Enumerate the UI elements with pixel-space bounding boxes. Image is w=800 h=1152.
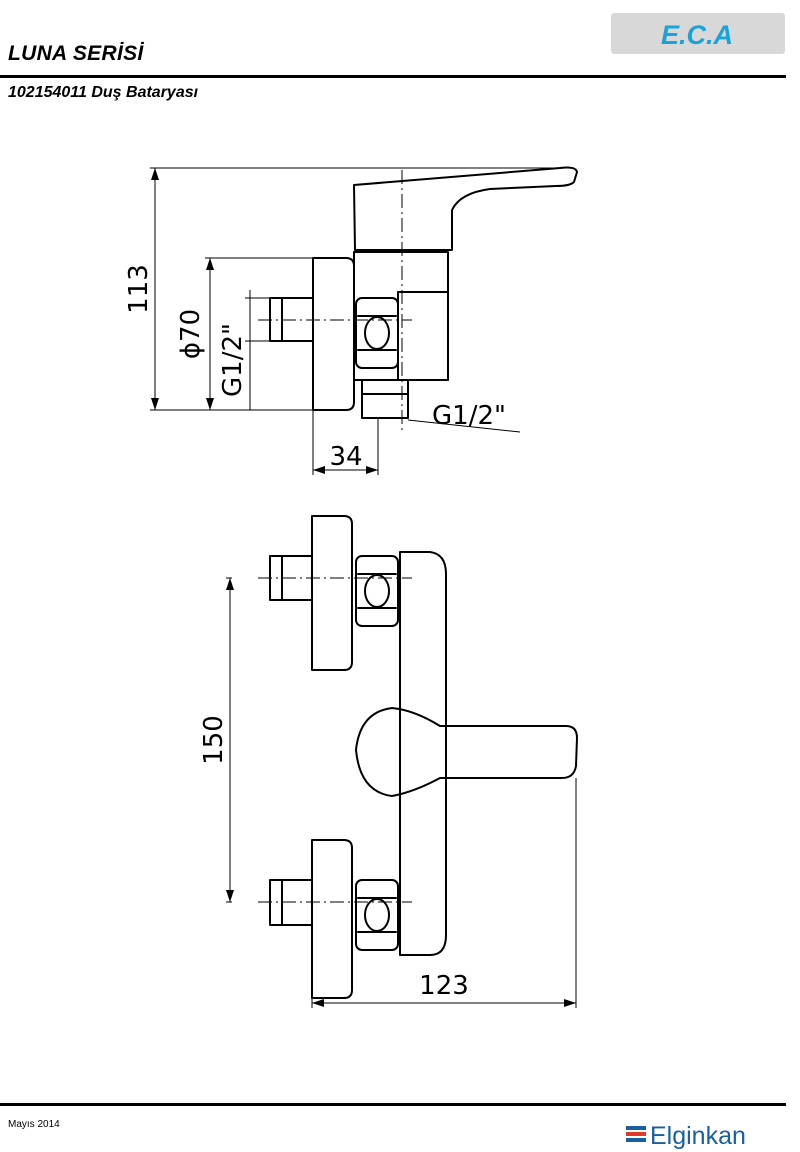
dim-center-distance: 150	[199, 715, 229, 765]
side-wall-flange	[312, 257, 355, 411]
front-lower-flange	[311, 839, 353, 999]
footer-divider	[0, 1103, 786, 1106]
dim-inlet-thread: G1/2"	[218, 323, 248, 397]
front-body	[399, 551, 447, 956]
dim-wall-offset: 34	[329, 442, 362, 472]
dim-overall-height: 113	[124, 264, 154, 314]
side-union-nut	[355, 297, 399, 369]
side-outlet-nipple	[361, 379, 409, 419]
front-lever	[355, 707, 578, 797]
footer-date: Mayıs 2014	[8, 1119, 60, 1130]
elginkan-logo-icon	[626, 1126, 646, 1142]
dim-outlet-thread: G1/2"	[432, 401, 506, 431]
front-upper-nipple	[269, 555, 313, 601]
elginkan-logo-text: Elginkan	[650, 1122, 746, 1150]
side-inlet-nipple	[269, 297, 314, 342]
side-lever-handle	[353, 166, 578, 251]
side-body-cap	[397, 291, 449, 381]
front-upper-flange	[311, 515, 353, 671]
series-title: LUNA SERİSİ	[8, 42, 144, 65]
eca-logo: E.C.A	[611, 13, 785, 54]
eca-logo-text: E.C.A	[661, 20, 733, 50]
dim-overall-depth: 123	[419, 971, 469, 1001]
front-lower-nipple	[269, 879, 313, 926]
header-divider	[0, 75, 786, 78]
front-upper-union-nut	[355, 555, 399, 627]
dim-flange-diameter: ϕ70	[176, 309, 206, 359]
elginkan-logo: Elginkan	[624, 1118, 789, 1150]
front-lower-union-nut	[355, 879, 399, 951]
product-title: 102154011 Duş Bataryası	[8, 84, 199, 101]
